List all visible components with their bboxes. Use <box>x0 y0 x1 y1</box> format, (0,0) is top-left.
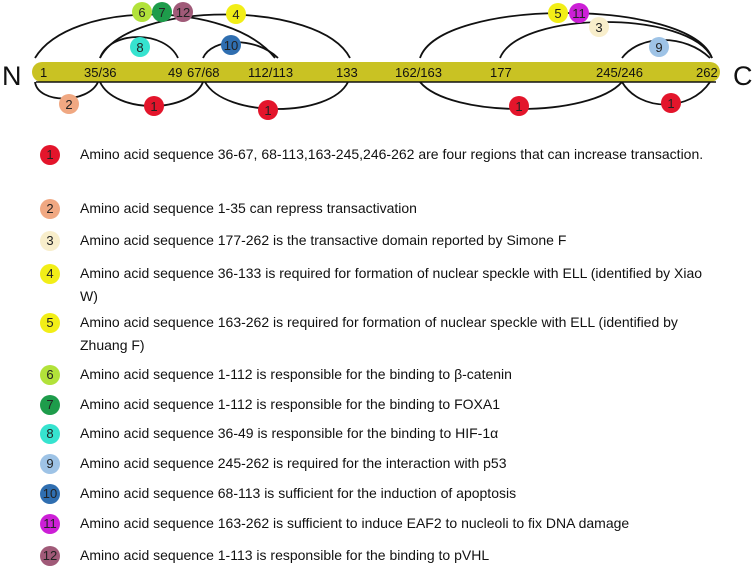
svg-text:9: 9 <box>655 40 662 55</box>
arc-region-4 <box>99 13 351 59</box>
position-label: 35/36 <box>84 65 117 80</box>
legend-badge-8: 8 <box>40 424 60 444</box>
position-label: 162/163 <box>395 65 442 80</box>
marker-8: 8 <box>130 37 150 57</box>
legend-text-4: Amino acid sequence 36-133 is required f… <box>80 265 703 304</box>
marker-6: 6 <box>132 2 152 22</box>
legend-badge-1: 1 <box>40 145 60 165</box>
legend-badge-12: 12 <box>40 546 60 566</box>
svg-text:4: 4 <box>232 7 239 22</box>
position-label: 67/68 <box>187 65 220 80</box>
svg-text:10: 10 <box>224 38 238 53</box>
marker-4: 4 <box>226 4 246 24</box>
marker-3: 3 <box>589 17 609 37</box>
c-terminus-label: C <box>733 61 753 91</box>
svg-text:11: 11 <box>572 6 586 21</box>
legend-badge-10: 10 <box>40 484 60 504</box>
svg-text:1: 1 <box>264 103 271 118</box>
position-label: 177 <box>490 65 512 80</box>
marker-1: 1 <box>509 96 529 116</box>
legend-badge-2: 2 <box>40 199 60 219</box>
marker-1: 1 <box>258 100 278 120</box>
arc-region-8 <box>99 36 179 59</box>
protein-domain-diagram: N C 1 35/36 49 67/68 112/113 133 162/163… <box>2 2 753 120</box>
legend-text-6: Amino acid sequence 1-112 is responsible… <box>80 366 512 382</box>
legend-badge-4: 4 <box>40 264 60 284</box>
legend-text-5: Amino acid sequence 163-262 is required … <box>80 314 678 353</box>
marker-2: 2 <box>59 94 79 114</box>
marker-9: 9 <box>649 37 669 57</box>
legend-text-10: Amino acid sequence 68-113 is sufficient… <box>80 485 517 501</box>
position-label: 1 <box>40 65 47 80</box>
legend-text-11: Amino acid sequence 163-262 is sufficien… <box>80 515 630 531</box>
legend-text-9: Amino acid sequence 245-262 is required … <box>80 455 507 471</box>
marker-5: 5 <box>548 3 568 23</box>
legend-text-8: Amino acid sequence 36-49 is responsible… <box>80 425 499 441</box>
position-label: 262 <box>696 65 718 80</box>
marker-1: 1 <box>661 93 681 113</box>
marker-12: 12 <box>173 2 193 22</box>
marker-1: 1 <box>144 96 164 116</box>
position-label: 133 <box>336 65 358 80</box>
svg-text:3: 3 <box>595 20 602 35</box>
svg-text:1: 1 <box>667 96 674 111</box>
svg-text:7: 7 <box>158 5 165 20</box>
svg-text:1: 1 <box>150 99 157 114</box>
n-terminus-label: N <box>2 61 22 91</box>
svg-text:2: 2 <box>65 97 72 112</box>
svg-text:12: 12 <box>176 5 190 20</box>
legend-badge-6: 6 <box>40 365 60 385</box>
svg-text:8: 8 <box>136 40 143 55</box>
legend-badge-11: 11 <box>40 514 60 534</box>
position-label: 112/113 <box>248 65 293 80</box>
svg-text:1: 1 <box>515 99 522 114</box>
marker-11: 11 <box>569 3 589 23</box>
legend-text-7: Amino acid sequence 1-112 is responsible… <box>80 396 500 412</box>
legend-badge-5: 5 <box>40 313 60 333</box>
marker-7: 7 <box>152 2 172 22</box>
position-label: 245/246 <box>596 65 643 80</box>
svg-text:6: 6 <box>138 5 145 20</box>
protein-bar <box>32 62 720 82</box>
legend-text-3: Amino acid sequence 177-262 is the trans… <box>80 232 567 248</box>
legend-text-12: Amino acid sequence 1-113 is responsible… <box>80 547 490 563</box>
legend-badge-7: 7 <box>40 395 60 415</box>
legend-badge-9: 9 <box>40 454 60 474</box>
legend-badge-3: 3 <box>40 231 60 251</box>
legend-text-2: Amino acid sequence 1-35 can repress tra… <box>80 200 417 216</box>
legend-text-1: Amino acid sequence 36-67, 68-113,163-24… <box>80 146 704 162</box>
svg-text:5: 5 <box>554 6 561 21</box>
position-label: 49 <box>168 65 182 80</box>
marker-10: 10 <box>221 35 241 55</box>
